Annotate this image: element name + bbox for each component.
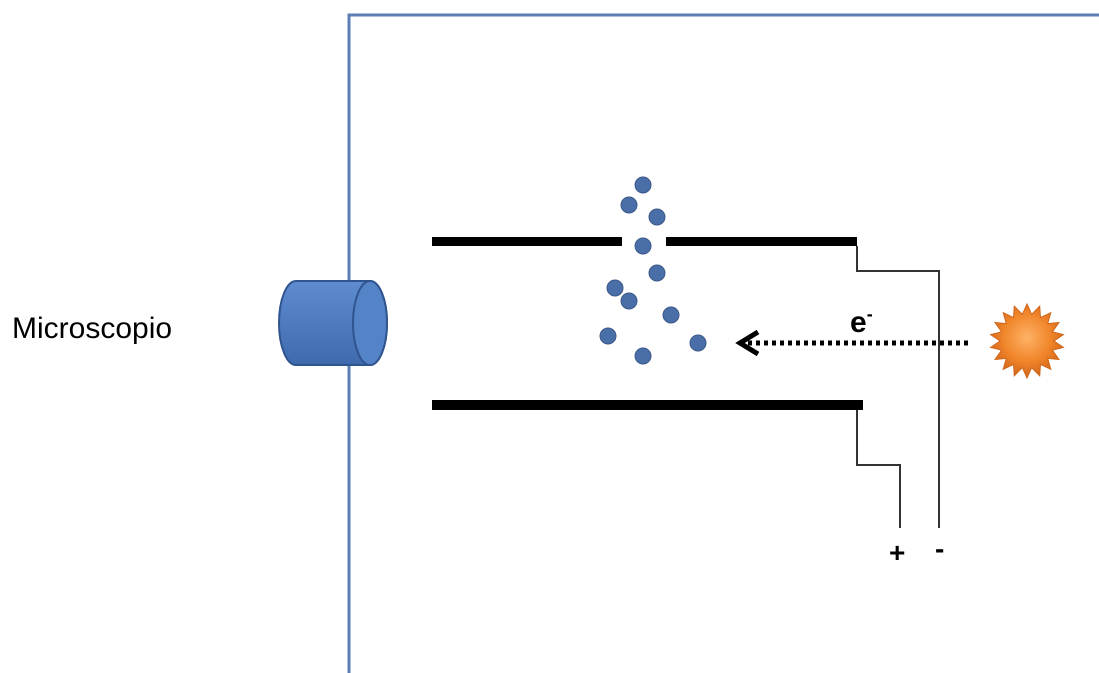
oil-droplet xyxy=(648,264,666,282)
oil-droplet xyxy=(606,279,624,297)
sunburst-icon xyxy=(989,302,1065,380)
oil-droplet xyxy=(620,196,638,214)
oil-droplet xyxy=(599,327,617,345)
microscope-icon xyxy=(278,280,388,366)
oil-droplet xyxy=(634,237,652,255)
negative-wire xyxy=(856,246,940,528)
top-plate-left xyxy=(432,237,622,246)
oil-droplet xyxy=(662,306,680,324)
oil-droplets xyxy=(599,176,707,365)
oil-droplet xyxy=(689,334,707,352)
oil-droplet xyxy=(648,208,666,226)
oil-droplet xyxy=(634,176,652,194)
bottom-plate xyxy=(432,400,863,410)
chamber-border xyxy=(347,13,1099,673)
minus-terminal-label: - xyxy=(935,533,944,564)
arrow-left-icon xyxy=(735,329,760,357)
electron-label: e- xyxy=(850,304,873,339)
top-plate-right xyxy=(666,237,857,246)
microscope-label: Microscopio xyxy=(12,312,172,345)
oil-droplet xyxy=(620,292,638,310)
positive-wire xyxy=(856,410,901,528)
electron-beam xyxy=(735,329,968,357)
plus-terminal-label: + xyxy=(889,537,905,568)
oil-droplet xyxy=(634,347,652,365)
